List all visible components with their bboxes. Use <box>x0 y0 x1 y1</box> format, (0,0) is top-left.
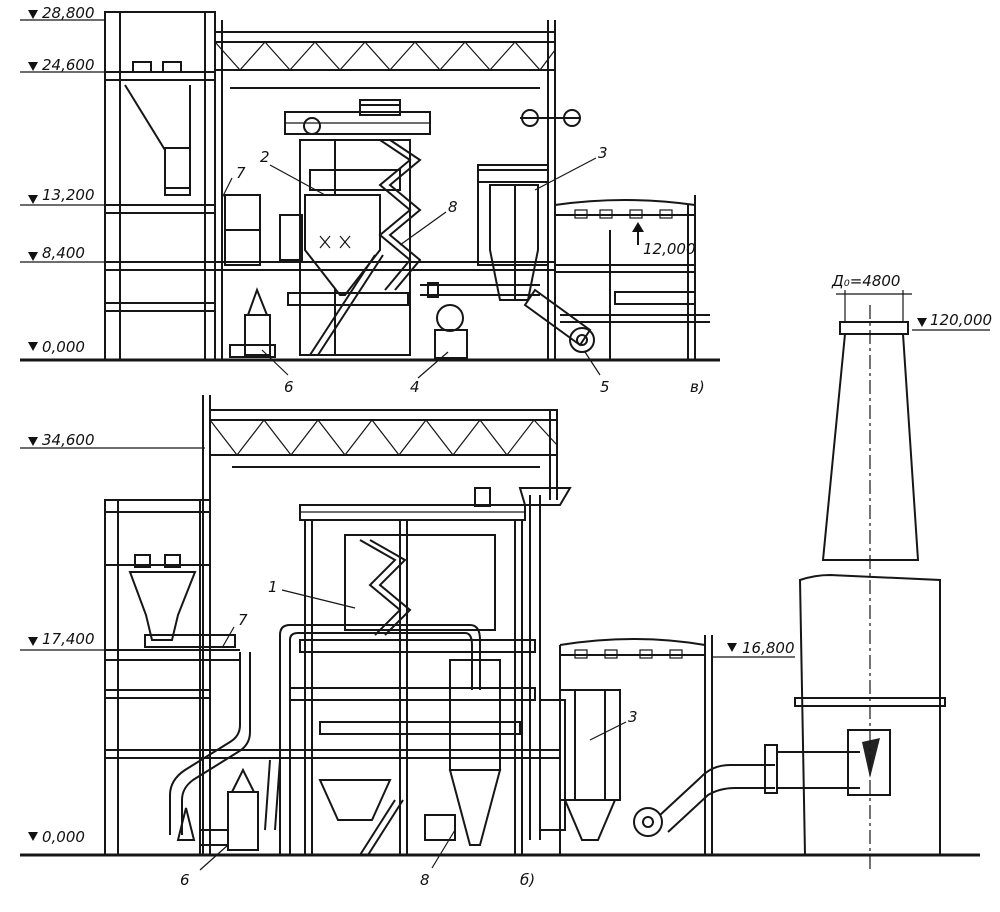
bottom-level-marks: 34,600 17,400 0,000 16,800 <box>20 431 795 846</box>
bottom-section: 34,600 17,400 0,000 16,800 1 7 3 6 8 б) <box>20 290 990 889</box>
callout-label: 2 <box>260 148 270 166</box>
callout-label: 7 <box>238 611 248 629</box>
level-mark: 17,400 <box>42 630 95 648</box>
bottom-roof-truss <box>202 395 558 855</box>
level-mark: 28,800 <box>42 4 95 22</box>
bottom-callouts: 1 7 3 6 8 <box>180 578 638 889</box>
level-mark: 34,600 <box>42 431 95 449</box>
top-boiler-2 <box>279 99 431 356</box>
callout-label: 5 <box>600 378 610 396</box>
callout-label: 7 <box>236 164 246 182</box>
callout-label: 8 <box>448 198 458 216</box>
level-mark: 13,200 <box>42 186 95 204</box>
bottom-annex <box>559 635 713 855</box>
level-mark: 24,600 <box>42 56 95 74</box>
bottom-flue-duct <box>633 744 860 837</box>
roof-level-mark: 12,000 <box>643 240 696 258</box>
callout-label: 4 <box>410 378 420 396</box>
callout-label: 3 <box>628 708 638 726</box>
callout-label: 6 <box>284 378 294 396</box>
level-mark: 8,400 <box>42 244 85 262</box>
section-label: в) <box>690 378 705 396</box>
chimney-diameter-label: Д₀=4800 <box>831 272 900 290</box>
callout-label: 6 <box>180 871 190 889</box>
top-floors <box>215 194 555 271</box>
top-section: 28,800 24,600 13,200 8,400 0,000 12,000 … <box>20 4 720 396</box>
bottom-bunker-bay <box>104 499 560 856</box>
level-mark: 0,000 <box>42 828 85 846</box>
chimney-top-level: 120,000 <box>930 311 992 329</box>
top-bunker-bay <box>104 11 216 361</box>
callout-label: 8 <box>420 871 430 889</box>
roof-level-mark: 16,800 <box>742 639 795 657</box>
callout-label: 1 <box>268 578 278 596</box>
top-callouts: 2 3 7 8 6 4 5 <box>221 144 610 396</box>
section-label: б) <box>520 871 535 889</box>
top-level-marks: 28,800 24,600 13,200 8,400 0,000 <box>20 4 105 356</box>
top-equipment <box>229 282 595 359</box>
level-mark: 0,000 <box>42 338 85 356</box>
bottom-mill-system <box>169 652 281 851</box>
top-annex <box>554 195 710 360</box>
bottom-precipitator-3 <box>539 689 621 841</box>
bottom-boiler-1 <box>279 487 572 856</box>
chimney <box>794 290 990 870</box>
callout-label: 3 <box>598 144 608 162</box>
